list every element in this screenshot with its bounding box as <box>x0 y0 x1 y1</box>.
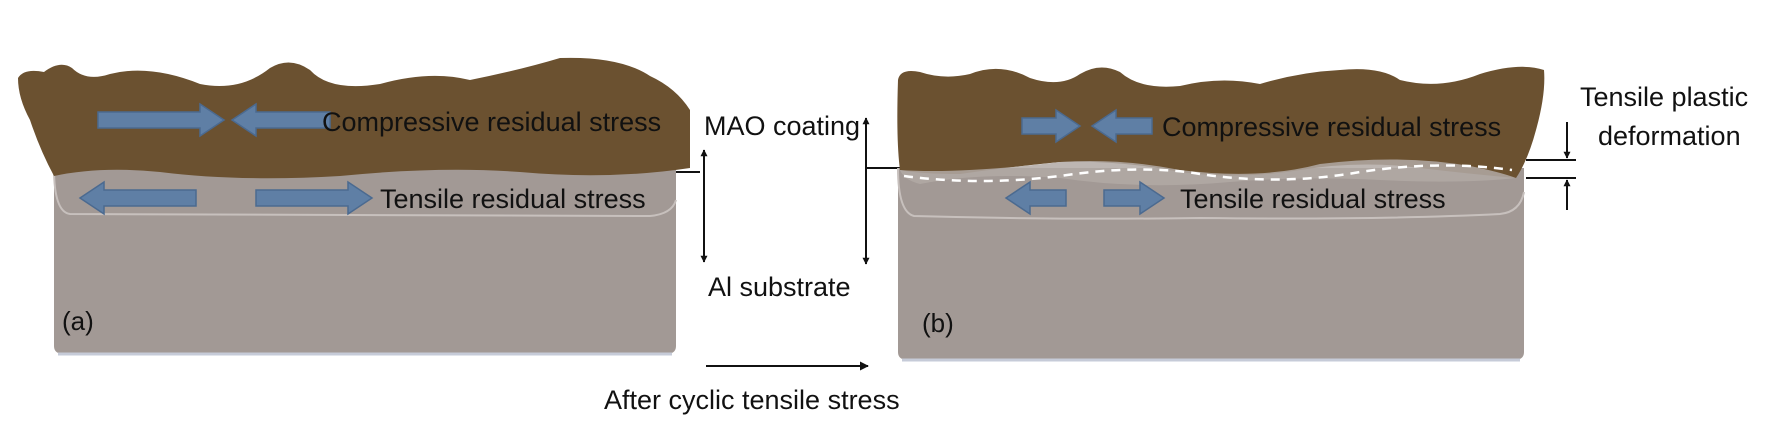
panel-tag-b: (b) <box>922 308 954 338</box>
deformation-label-line1: Tensile plastic <box>1580 82 1748 112</box>
tensile-arrow-right-b <box>1103 180 1166 216</box>
compressive-arrow-left-b <box>1090 108 1153 144</box>
process-label: After cyclic tensile stress <box>604 385 900 415</box>
al-substrate-label: Al substrate <box>708 272 851 302</box>
plastic-deformation-layer-b <box>897 167 1525 220</box>
tensile-label-a: Tensile residual stress <box>380 184 646 214</box>
compressive-arrow-right-b <box>1021 108 1082 144</box>
deformed-band-b <box>900 159 1516 186</box>
plastic-deformation-annotation: Tensile plastic deformation <box>1526 82 1748 210</box>
deformation-label-line2: deformation <box>1598 121 1741 151</box>
interface-layer-a <box>53 167 677 218</box>
compressive-arrow-left-a <box>230 102 331 138</box>
tensile-arrow-left-a <box>78 180 197 216</box>
panel-a: Compressive residual stress Tensile resi… <box>18 57 690 356</box>
compressive-label-b: Compressive residual stress <box>1162 112 1501 142</box>
al-substrate-b <box>898 168 1524 360</box>
mao-coating-label: MAO coating <box>704 111 860 141</box>
panel-b: Compressive residual stress Tensile resi… <box>897 66 1545 362</box>
compressive-arrow-right-a <box>97 102 226 138</box>
mao-coating-b <box>897 66 1545 178</box>
center-annotations: MAO coating Al substrate After cyclic te… <box>604 111 902 415</box>
mao-coating-a <box>18 57 690 179</box>
compressive-label-a: Compressive residual stress <box>322 107 661 137</box>
tensile-arrow-left-b <box>1004 180 1067 216</box>
tensile-arrow-right-a <box>255 180 374 216</box>
panel-tag-a: (a) <box>62 306 94 336</box>
tensile-label-b: Tensile residual stress <box>1180 184 1446 214</box>
